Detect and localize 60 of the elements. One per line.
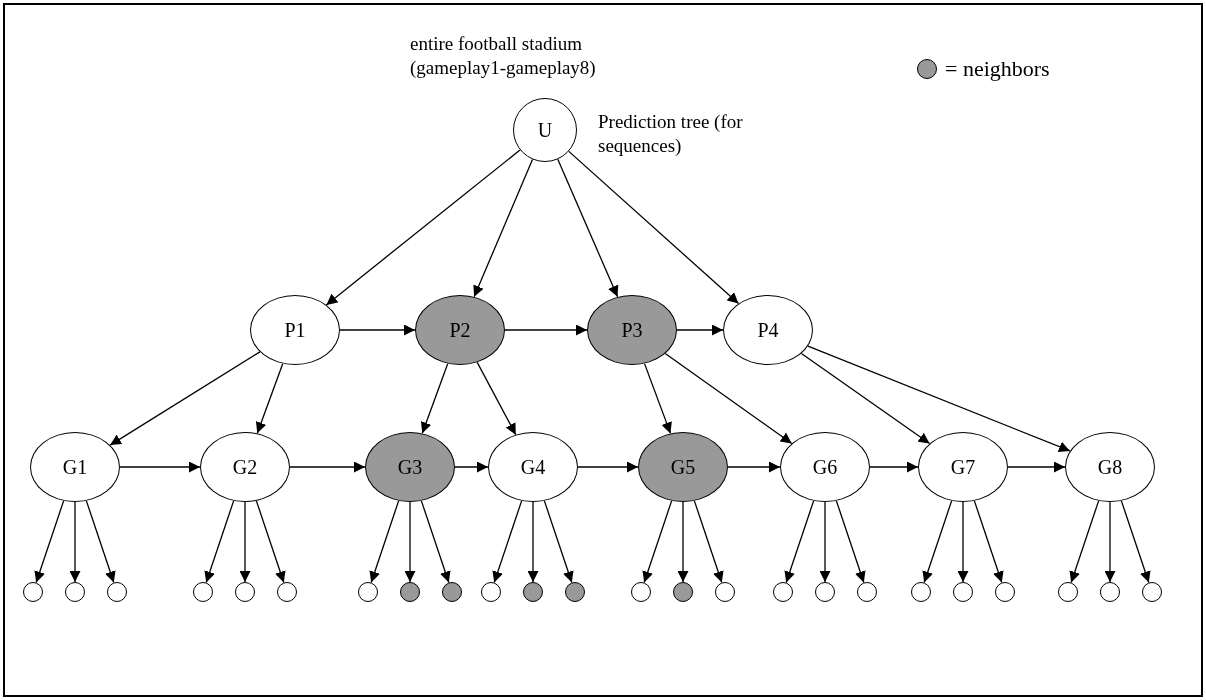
arrow	[325, 149, 521, 306]
arrow	[642, 500, 673, 584]
scope-label: entire football stadium (gameplay1-gameplay8)	[410, 32, 597, 80]
arrow	[543, 500, 574, 584]
arrow	[369, 500, 400, 584]
arrow	[676, 324, 724, 336]
node-ellipse: G4	[488, 432, 578, 502]
arrow	[957, 501, 969, 583]
arrow	[339, 324, 416, 336]
arrow	[1007, 461, 1066, 473]
arrow	[289, 461, 366, 473]
arrow	[577, 461, 639, 473]
node-ellipse: P2	[415, 295, 505, 365]
arrow	[239, 501, 251, 583]
node-ellipse: P1	[250, 295, 340, 365]
arrow	[34, 500, 65, 584]
arrow	[568, 150, 740, 305]
node-ellipse: G6	[780, 432, 870, 502]
arrow	[454, 461, 489, 473]
arrow	[492, 500, 523, 584]
arrow	[869, 461, 919, 473]
node-ellipse: G3	[365, 432, 455, 502]
arrow	[255, 363, 284, 434]
arrow	[1120, 500, 1151, 584]
arrow	[473, 158, 534, 298]
node-ellipse: G1	[30, 432, 120, 502]
arrow	[69, 501, 81, 583]
arrow	[109, 351, 261, 446]
arrow	[504, 324, 588, 336]
node-ellipse: P4	[723, 295, 813, 365]
arrow	[973, 500, 1004, 584]
arrow	[1104, 501, 1116, 583]
arrow	[922, 500, 953, 584]
node-ellipse: G8	[1065, 432, 1155, 502]
arrow	[835, 500, 866, 584]
arrow	[476, 361, 517, 436]
arrow	[119, 461, 201, 473]
arrow	[420, 363, 449, 434]
arrow	[404, 501, 416, 583]
node-caption: Prediction tree (for sequences)	[598, 110, 744, 158]
arrow	[807, 345, 1071, 452]
arrow	[677, 501, 689, 583]
arrow	[255, 500, 286, 584]
arrow	[420, 500, 451, 584]
arrow	[693, 500, 724, 584]
node-ellipse: G5	[638, 432, 728, 502]
arrow	[527, 501, 539, 583]
node-ellipse: G2	[200, 432, 290, 502]
arrow	[784, 500, 815, 584]
arrow	[1069, 500, 1100, 584]
arrow	[727, 461, 781, 473]
arrow	[204, 500, 235, 584]
arrow	[557, 158, 619, 298]
root-circle: U	[513, 98, 577, 162]
arrow	[819, 501, 831, 583]
node-ellipse: G7	[918, 432, 1008, 502]
arrow	[85, 500, 116, 584]
node-ellipse: P3	[587, 295, 677, 365]
arrow	[664, 352, 793, 445]
legend-text: = neighbors	[945, 55, 1050, 83]
